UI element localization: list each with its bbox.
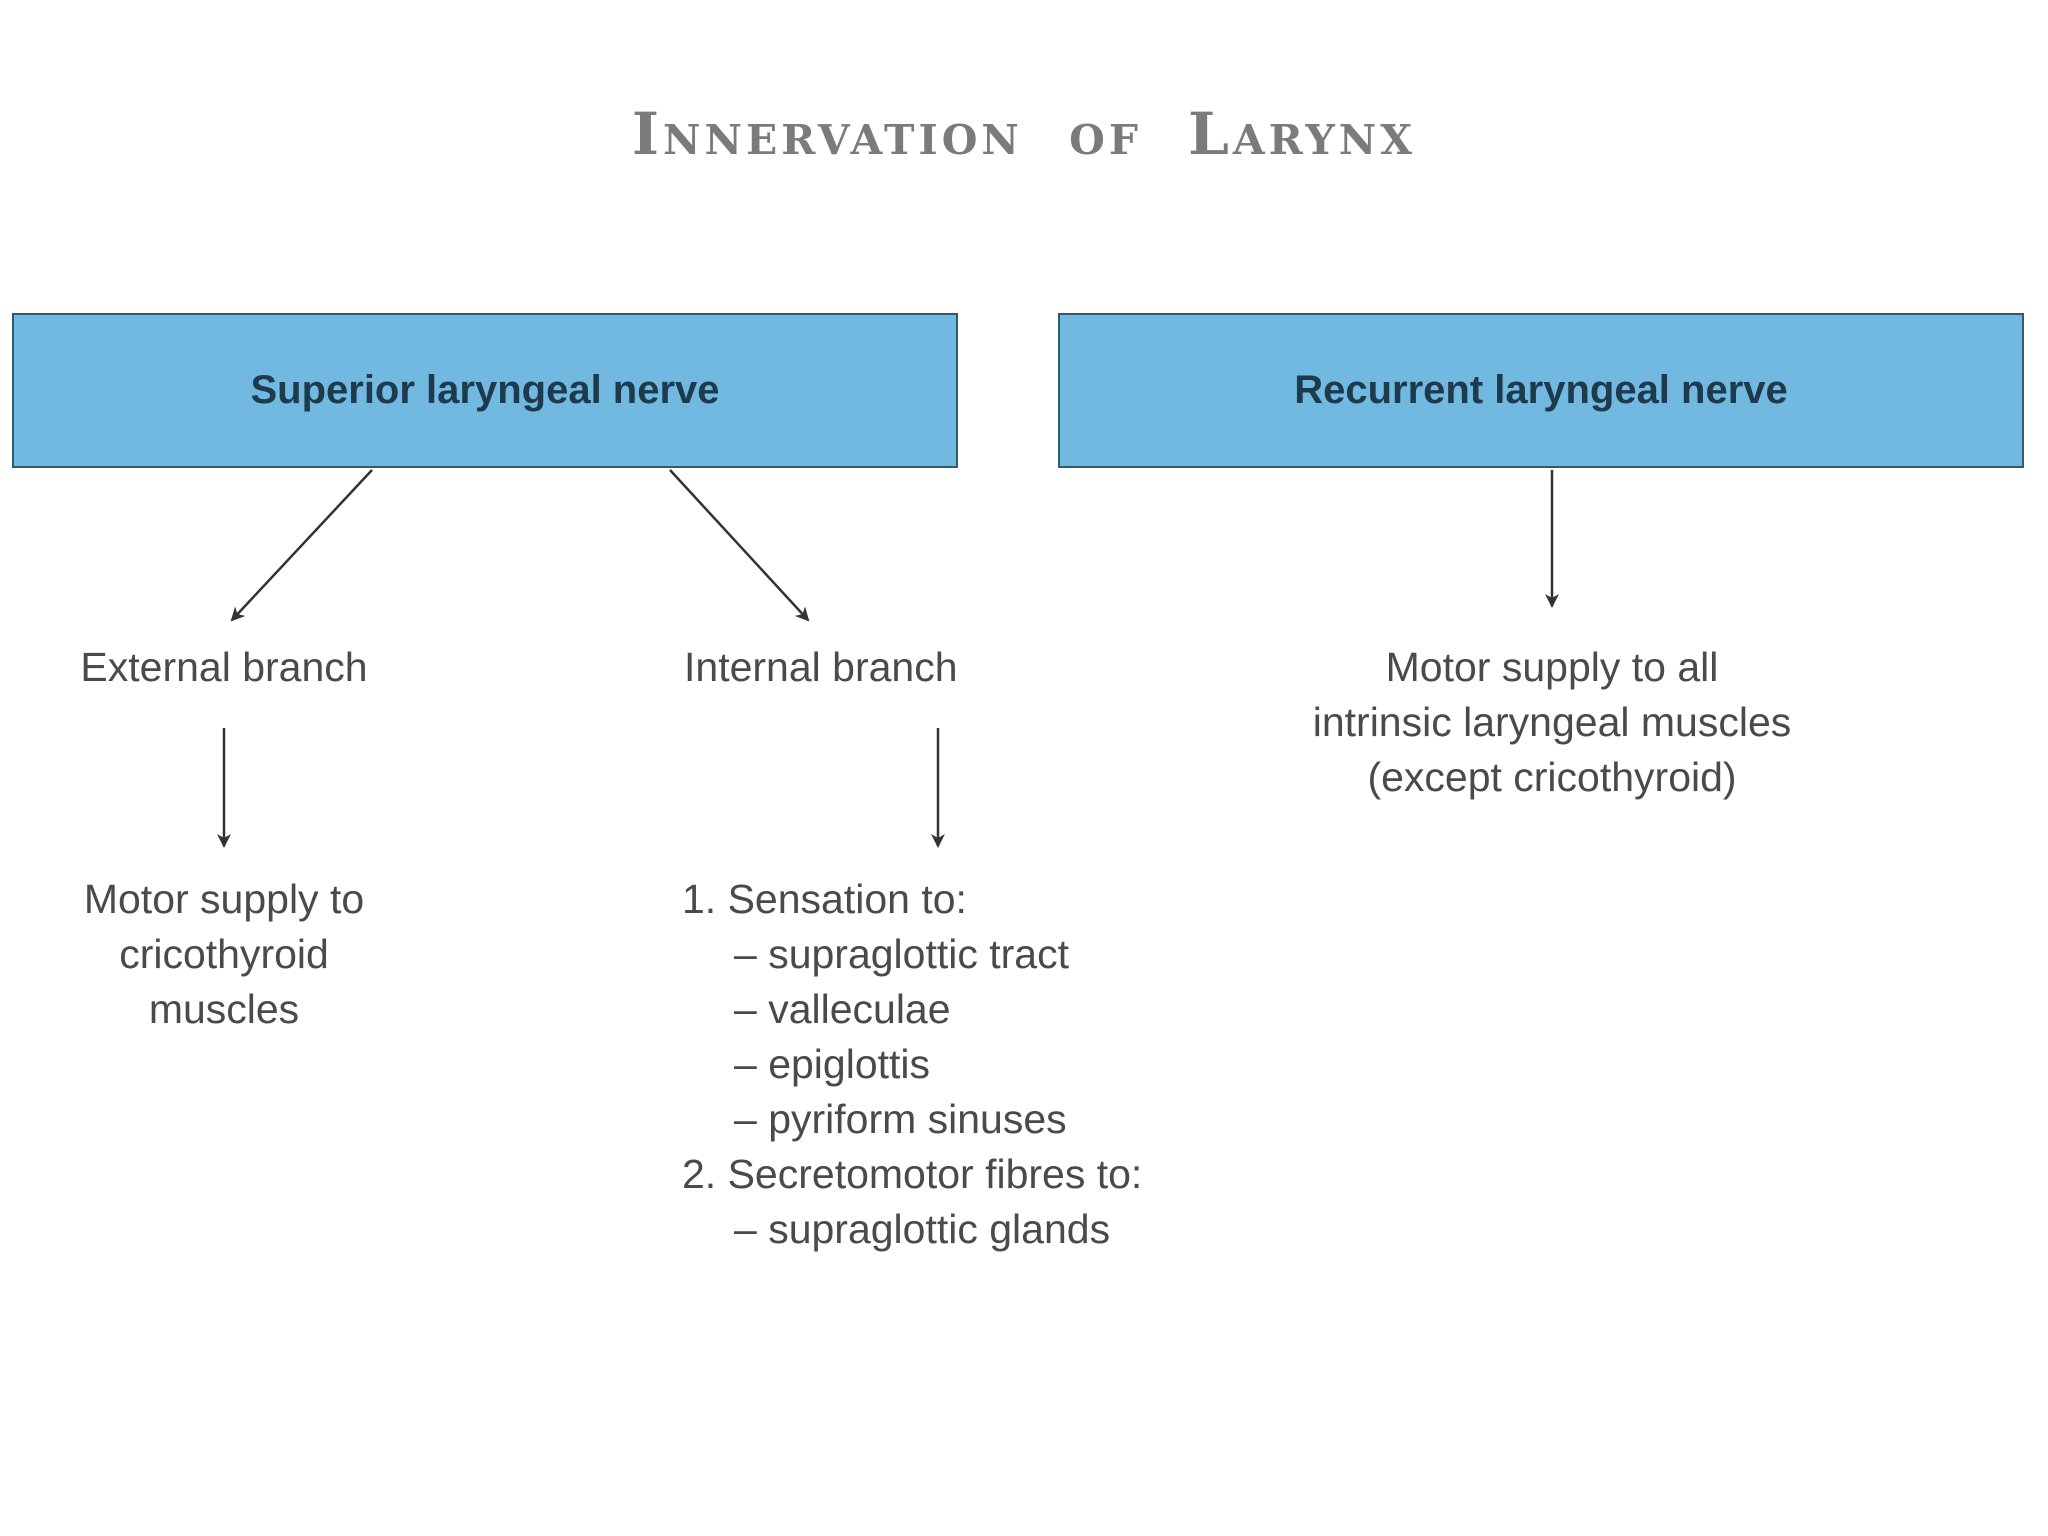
page-title: Innervation of Larynx	[631, 100, 1417, 168]
recurrent-supply-line: Motor supply to all	[1385, 644, 1719, 690]
external-branch-supply: Motor supply to cricothyroid muscles	[44, 872, 404, 1037]
internal-supply-subitem: – epiglottis	[734, 1041, 931, 1087]
external-supply-line: muscles	[148, 986, 300, 1032]
superior-laryngeal-nerve-box: Superior laryngeal nerve	[12, 313, 958, 468]
internal-supply-subitem: – pyriform sinuses	[734, 1096, 1067, 1142]
external-supply-line: cricothyroid	[119, 931, 329, 977]
internal-branch-label: Internal branch	[684, 644, 958, 690]
internal-supply-item: 2. Secretomotor fibres to:	[682, 1151, 1143, 1197]
recurrent-laryngeal-nerve-box: Recurrent laryngeal nerve	[1058, 313, 2024, 468]
superior-laryngeal-nerve-label: Superior laryngeal nerve	[250, 368, 720, 412]
internal-supply-subitem: – valleculae	[734, 986, 951, 1032]
recurrent-supply: Motor supply to all intrinsic laryngeal …	[1252, 640, 1852, 805]
arrow-superior-to-internal	[669, 469, 810, 622]
external-branch-label: External branch	[80, 644, 368, 690]
internal-supply-item: 1. Sensation to:	[682, 876, 967, 922]
internal-supply-subitem: – supraglottic glands	[734, 1206, 1111, 1252]
recurrent-supply-line: (except cricothyroid)	[1367, 754, 1737, 800]
internal-supply-subitem: – supraglottic tract	[734, 931, 1069, 977]
external-supply-line: Motor supply to	[83, 876, 365, 922]
recurrent-laryngeal-nerve-label: Recurrent laryngeal nerve	[1294, 368, 1788, 412]
recurrent-supply-line: intrinsic laryngeal muscles	[1312, 699, 1792, 745]
internal-branch-supply: 1. Sensation to: – supraglottic tract – …	[682, 872, 1142, 1257]
arrow-superior-to-external	[230, 469, 373, 622]
